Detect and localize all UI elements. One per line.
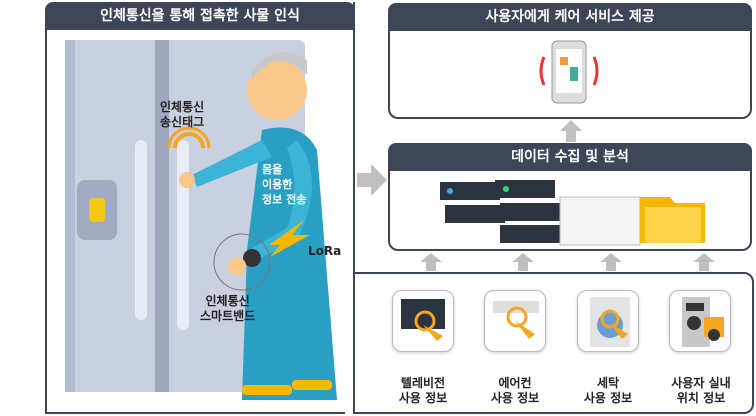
- arrow-right-icon: [357, 164, 387, 196]
- service-panel-title: 사용자에게 케어 서비스 제공: [388, 3, 752, 31]
- arrow-up-icon: [420, 253, 442, 271]
- lora-label: LoRa: [308, 244, 342, 258]
- smartphone-icon: [539, 40, 599, 104]
- arrow-up-icon: [512, 253, 534, 271]
- fridge-person-illustration: [65, 40, 337, 400]
- body-transmission-label: 몸을 이용한 정보 전송: [262, 163, 307, 206]
- divider: [45, 412, 345, 414]
- server-data-illustration: [440, 180, 705, 246]
- tag-label: 인체통신 송신태그: [160, 100, 205, 129]
- arrow-up-icon: [600, 253, 622, 271]
- door-lock-icon: [669, 290, 731, 352]
- air-conditioner-icon: [484, 290, 546, 352]
- source-label-washer: 세탁 사용 정보: [583, 376, 633, 405]
- washing-machine-icon: [577, 290, 639, 352]
- tv-icon: [392, 290, 454, 352]
- data-panel: 데이터 수집 및 분석: [388, 143, 752, 251]
- smartband-label: 인체통신 스마트밴드: [200, 294, 256, 323]
- arrow-up-icon: [560, 120, 582, 142]
- source-label-aircon: 에어컨 사용 정보: [490, 376, 540, 405]
- source-label-location: 사용자 실내 위치 정보: [671, 376, 731, 405]
- left-panel-title: 인체통신을 통해 접촉한 사물 인식: [45, 2, 355, 30]
- data-panel-title: 데이터 수집 및 분석: [388, 143, 752, 171]
- service-panel: 사용자에게 케어 서비스 제공: [388, 3, 752, 119]
- source-label-tv: 텔레비전 사용 정보: [398, 376, 448, 405]
- divider: [353, 2, 355, 274]
- divider: [45, 272, 47, 414]
- arrow-up-icon: [693, 253, 715, 271]
